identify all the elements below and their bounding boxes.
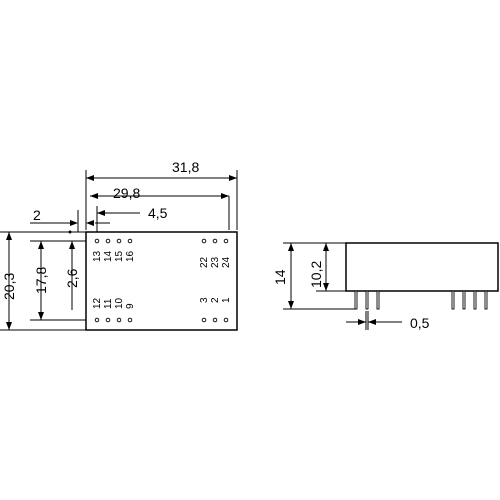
arrow-17-8-bottom [38,312,44,320]
pin-label-12: 12 [92,297,103,309]
arrow-14-bottom [288,301,294,309]
pin-3 [201,317,207,323]
pin-1 [223,317,229,323]
dim-label-31-8: 31,8 [172,159,199,175]
package-body-top [85,231,238,331]
side-pin [484,290,488,310]
pin-16 [127,238,133,244]
side-pin [451,290,455,310]
pin-label-14: 14 [103,250,114,262]
arrow-0-5-left [358,319,366,325]
top-view: 13 14 15 16 12 11 10 9 22 23 24 3 2 1 [85,231,238,331]
pin-15 [116,238,122,244]
pin-label-1: 1 [221,297,232,303]
pin-13 [94,238,100,244]
side-view-dimensions: 14 10,2 0,5 [272,242,430,331]
arrow-29-8-left [90,193,98,199]
dim-label-2-6: 2,6 [64,268,80,288]
dim-label-0-5: 0,5 [410,315,430,331]
arrow-17-8-top [38,241,44,249]
side-pin [365,290,369,310]
side-pin [354,290,358,310]
pin-row-top-left [94,238,133,244]
side-view [345,242,499,310]
pin-row-bottom-right [201,317,229,323]
pin-label-24: 24 [221,256,232,268]
side-pin [473,290,477,310]
dim-label-20-3: 20,3 [1,273,17,300]
pin-label-13: 13 [92,250,103,262]
pin-9 [127,317,133,323]
dim-label-4-5: 4,5 [148,205,168,221]
dim-label-17-8: 17,8 [33,267,49,294]
pin-2 [212,317,218,323]
dim-label-14: 14 [272,269,288,285]
arrow-4-5 [97,210,105,216]
dim-label-2: 2 [33,207,41,223]
top-view-dimensions: 31,8 29,8 4,5 2 20,3 17,8 [0,159,238,331]
arrow-2-right [86,220,94,226]
arrow-10-2-top [323,243,329,251]
side-pin [376,290,380,310]
dim-label-10-2: 10,2 [308,261,324,288]
pin-label-2: 2 [210,297,221,303]
arrow-2-6 [69,241,75,249]
package-body-side [345,242,499,292]
pin-label-9: 9 [125,303,136,309]
pin-label-16: 16 [125,250,136,262]
pin-label-3: 3 [199,297,210,303]
arrow-0-5-right [368,319,376,325]
side-pin [462,290,466,310]
arrow-20-3-top [6,232,12,240]
pin-label-10: 10 [114,297,125,309]
pin-14 [105,238,111,244]
arrow-2-left [70,220,78,226]
side-pins-right [451,290,488,310]
arrow-31-8-right [229,175,237,181]
arrow-14-top [288,243,294,251]
pin-row-top-right [201,238,229,244]
pin-label-11: 11 [103,298,114,309]
pin-label-22: 22 [199,256,210,268]
pin-12 [94,317,100,323]
arrow-10-2-bottom [323,283,329,291]
pin-24 [223,238,229,244]
pin-10 [116,317,122,323]
arrow-31-8-left [86,175,94,181]
pin-22 [201,238,207,244]
pin-label-15: 15 [114,250,125,262]
arrow-29-8-right [221,193,229,199]
pin-23 [212,238,218,244]
pin-row-bottom-left [94,317,133,323]
arrow-20-3-bottom [6,322,12,330]
side-pins-left [354,290,380,310]
pin-label-23: 23 [210,256,221,268]
dim-label-29-8: 29,8 [113,185,140,201]
pin-11 [105,317,111,323]
